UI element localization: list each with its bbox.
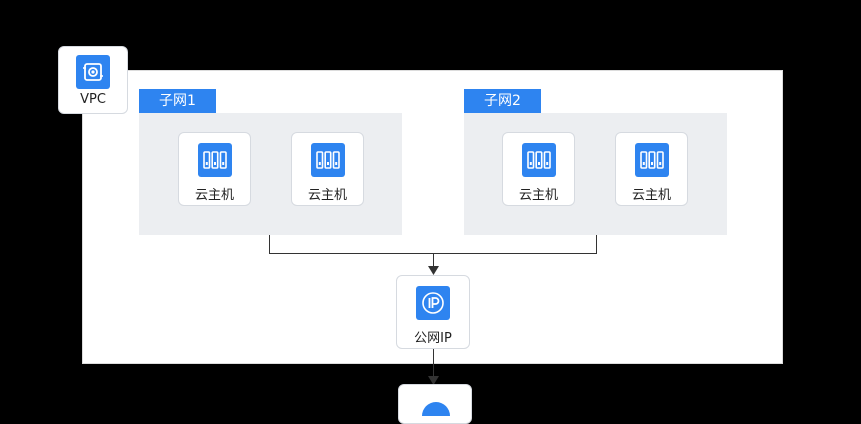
- host-card[interactable]: 云主机: [615, 132, 688, 206]
- connector-line: [433, 349, 434, 379]
- connector-line: [269, 235, 270, 253]
- connector-line: [596, 235, 597, 253]
- vpc-card[interactable]: VPC: [58, 46, 128, 114]
- internet-icon: [422, 402, 450, 416]
- server-icon: [634, 143, 669, 177]
- host-card[interactable]: 云主机: [291, 132, 364, 206]
- host-label: 云主机: [194, 188, 234, 203]
- arrow-down-icon: [428, 376, 439, 385]
- public-ip-card[interactable]: 公网IP: [396, 275, 470, 349]
- arrow-down-icon: [428, 266, 439, 275]
- connector-line: [433, 253, 434, 269]
- public-ip-label: 公网IP: [414, 331, 452, 346]
- subnet-2-tag: 子网2: [464, 89, 541, 113]
- host-card[interactable]: 云主机: [502, 132, 575, 206]
- host-label: 云主机: [631, 188, 671, 203]
- host-label: 云主机: [518, 188, 558, 203]
- vpc-icon: [76, 55, 110, 89]
- internet-card[interactable]: [398, 384, 472, 424]
- subnet-1-tag: 子网1: [139, 89, 216, 113]
- host-label: 云主机: [307, 188, 347, 203]
- vpc-label: VPC: [80, 92, 106, 107]
- ip-icon: [416, 286, 450, 320]
- server-icon: [310, 143, 345, 177]
- server-icon: [197, 143, 232, 177]
- host-card[interactable]: 云主机: [178, 132, 251, 206]
- server-icon: [521, 143, 556, 177]
